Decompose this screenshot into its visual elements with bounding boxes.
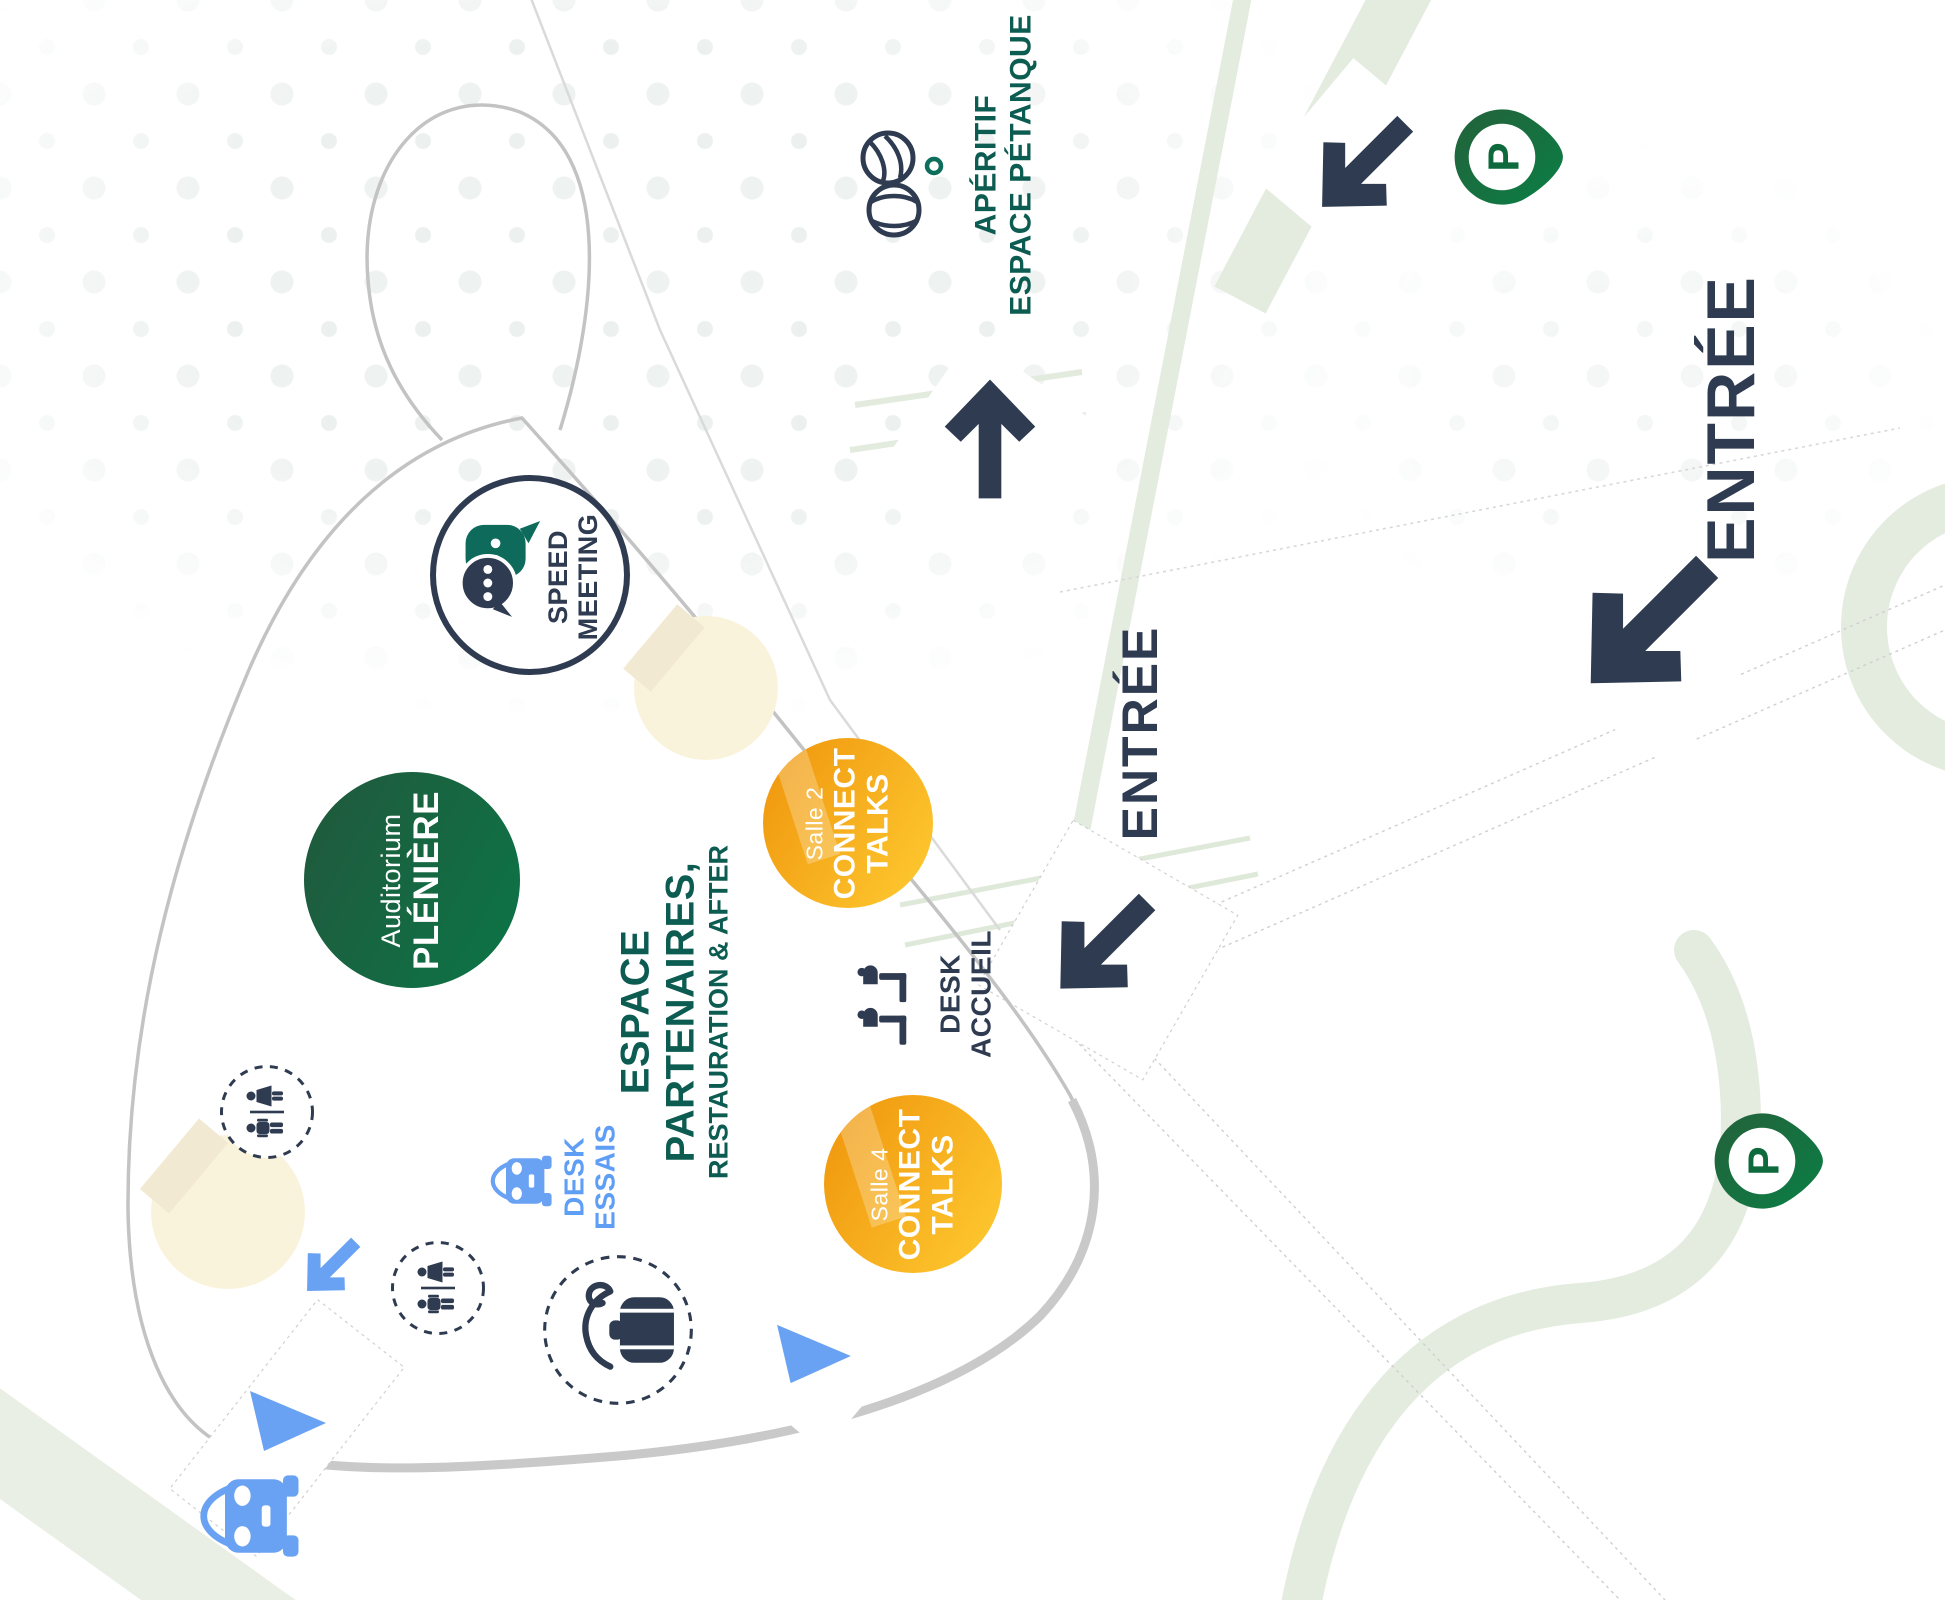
toilets-icon <box>417 1261 455 1314</box>
aperitif-line2: ESPACE PÉTANQUE <box>1005 14 1038 316</box>
parking-pin-north: P <box>1454 109 1563 205</box>
road-band-vertical <box>1046 0 1252 967</box>
pleniere-label: Auditorium PLÉNIÈRE <box>376 790 447 969</box>
road-dotted <box>1074 629 1945 1013</box>
toilets-badge-1 <box>220 1065 314 1159</box>
reception-desk-icon <box>857 965 907 1045</box>
test-drive-car-icon <box>490 1155 552 1207</box>
desk-essais-line1: DESK <box>558 1137 590 1217</box>
petanque-balls-icon <box>860 130 944 238</box>
salle4-room: Salle 4 <box>866 1147 893 1221</box>
espace-partenaires-label: ESPACE PARTENAIRES, RESTAURATION & AFTER <box>614 845 735 1179</box>
parking-letter: P <box>1739 1146 1788 1175</box>
speed-meeting-label: SPEED MEETING <box>543 514 603 641</box>
salle2-label: Salle 2 CONNECT TALKS <box>802 747 895 899</box>
salle4-title-line2: TALKS <box>926 1133 960 1235</box>
direction-arrow-northeast <box>1322 115 1414 207</box>
road-dotted <box>1059 427 1901 593</box>
espace-line2: PARTENAIRES, <box>658 861 703 1163</box>
desk-essais-label: DESK ESSAIS <box>559 1124 622 1230</box>
road-band-bottomleft <box>0 1388 296 1600</box>
parking-letter: P <box>1479 142 1528 171</box>
direction-arrow-entrance <box>1060 893 1156 989</box>
desk-essais-line2: ESSAIS <box>590 1124 621 1230</box>
salle2-room: Salle 2 <box>801 786 828 860</box>
roundabout-ring <box>1841 483 1945 771</box>
salle2-title-line1: CONNECT <box>828 747 862 899</box>
desk-accueil-line1: DESK <box>934 954 966 1034</box>
blue-triangle-marker-1 <box>250 1391 326 1451</box>
chat-bubbles-icon <box>458 521 541 617</box>
salle2-title-line2: TALKS <box>861 772 895 874</box>
espace-line3: RESTAURATION & AFTER <box>703 845 734 1179</box>
salle4-label: Salle 4 CONNECT TALKS <box>867 1108 960 1260</box>
venue-outline-loop <box>365 103 592 442</box>
aperitif-line1: APÉRITIF <box>969 94 1003 236</box>
blue-arrow-icon <box>307 1237 361 1291</box>
cloakroom-icon <box>582 1282 674 1370</box>
speed-meeting-line2: MEETING <box>573 513 603 641</box>
aperitif-petanque-label: APÉRITIF ESPACE PÉTANQUE <box>969 14 1040 315</box>
cream-zone-stripe <box>623 604 705 692</box>
speed-meeting-line1: SPEED <box>542 529 573 625</box>
pleniere-badge: Auditorium PLÉNIÈRE <box>304 772 520 988</box>
desk-accueil-label: DESK ACCUEIL <box>935 930 998 1058</box>
entree-secondary-label: ENTRÉE <box>1112 625 1168 841</box>
salle4-connect-talks-badge: Salle 4 CONNECT TALKS <box>824 1095 1002 1273</box>
salle4-title-line1: CONNECT <box>893 1108 927 1260</box>
direction-arrow-east-large <box>1590 555 1719 684</box>
pleniere-subtitle: Auditorium <box>376 812 407 948</box>
desk-accueil-line2: ACCUEIL <box>966 930 997 1058</box>
pleniere-title: PLÉNIÈRE <box>407 790 447 970</box>
shuttle-car-icon <box>200 1475 299 1557</box>
road-dotted <box>1049 1013 1621 1600</box>
toilets-badge-2 <box>391 1241 485 1335</box>
cream-zone-stripe <box>139 1118 229 1214</box>
speed-meeting-badge: SPEED MEETING <box>430 475 630 675</box>
road-curve-bottomright <box>1281 930 1761 1600</box>
blue-triangle-marker-2 <box>777 1324 851 1384</box>
petanque-jack <box>924 156 944 176</box>
direction-arrow-north <box>944 379 1036 499</box>
salle2-connect-talks-badge: Salle 2 CONNECT TALKS <box>763 738 933 908</box>
entree-main-label: ENTRÉE <box>1693 275 1769 563</box>
vestiaire-badge <box>543 1255 693 1405</box>
parking-pin-south: P <box>1714 1113 1823 1209</box>
toilets-icon <box>246 1085 284 1138</box>
